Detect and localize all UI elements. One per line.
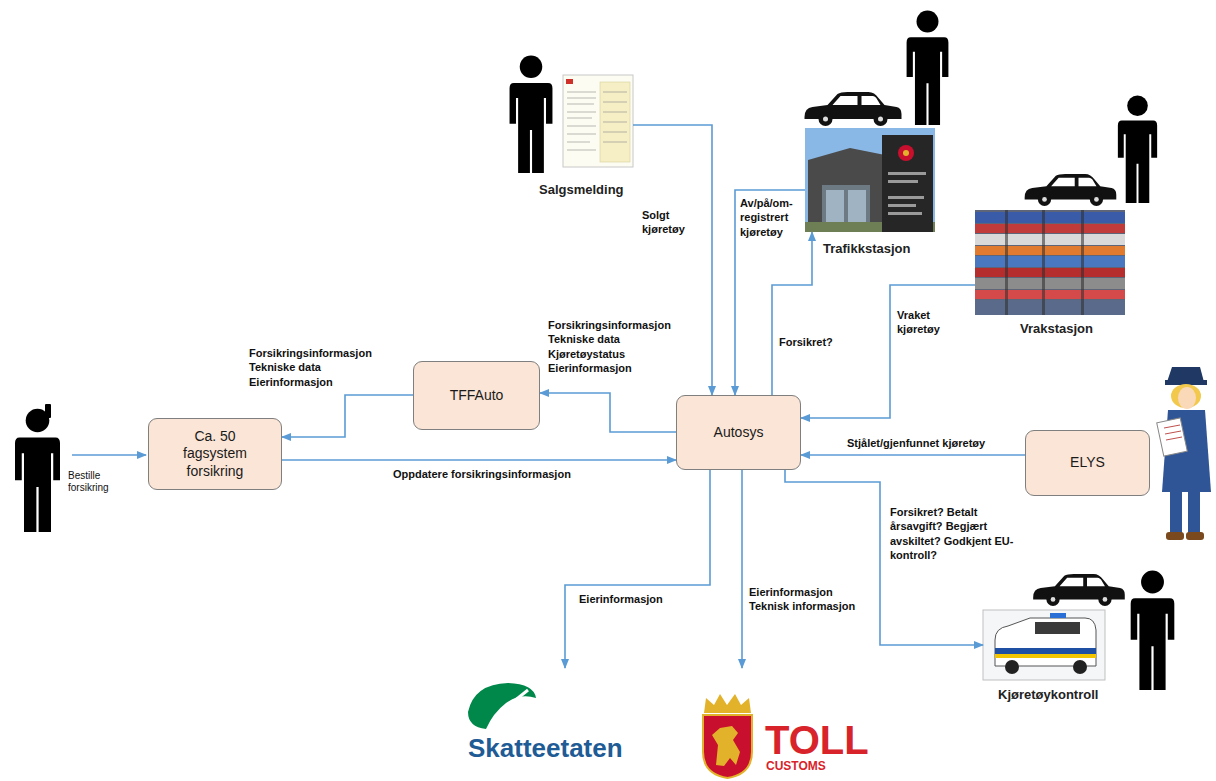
node-label: Vrakstasjon	[1020, 322, 1093, 336]
connector	[801, 454, 1025, 456]
node-label: Skatteetaten	[468, 734, 623, 763]
node-label: TFFAuto	[450, 387, 504, 405]
picture-node: Trafikkstasjon	[805, 128, 935, 232]
picture-node: Salgsmelding	[563, 75, 633, 167]
connector	[772, 232, 812, 395]
connector	[801, 285, 975, 418]
process-box: ELYS	[1025, 430, 1150, 496]
connector	[540, 393, 676, 432]
edge-label: Vraket kjøretøy	[896, 308, 954, 337]
edge-label: Forsikringsinformasjon Tekniske data Kjø…	[547, 318, 691, 375]
edge-label: Solgt kjøretøy	[641, 208, 705, 237]
connector	[282, 395, 413, 437]
picture-node: Kjøretøykontroll	[983, 610, 1105, 680]
edge-label: Stjålet/gjenfunnet kjøretøy	[846, 436, 986, 450]
node-label: Kjøretøykontroll	[998, 688, 1098, 702]
node-label: Ca. 50 fagsystem forsikring	[163, 428, 267, 481]
connector	[565, 470, 710, 668]
connector	[282, 459, 676, 461]
note-label: Bestille forsikring	[68, 470, 120, 494]
node-label: Trafikkstasjon	[823, 242, 910, 256]
connector	[741, 470, 743, 668]
process-box: TFFAuto	[413, 361, 540, 430]
edge-label: Av/på/om-registrert kjøretøy	[739, 196, 803, 239]
node-label: CUSTOMS	[766, 760, 826, 773]
picture-node: TOLLCUSTOMS	[698, 668, 868, 778]
connector	[735, 190, 805, 395]
process-box: Ca. 50 fagsystem forsikring	[148, 418, 282, 490]
edge-label: Forsikret?	[778, 335, 834, 349]
edge-label: Forsikringsinformasjon Tekniske data Eie…	[248, 346, 392, 389]
node-label: ELYS	[1070, 454, 1105, 472]
edge-label: Oppdatere forsikringsinformasjon	[392, 467, 572, 481]
node-label: TOLL	[765, 718, 869, 762]
edge-label: Eierinformasjon	[578, 592, 664, 606]
process-box: Autosys	[676, 395, 801, 470]
node-label: Autosys	[714, 424, 764, 442]
edge-label: Forsikret? Betalt årsavgift? Begjært avs…	[889, 505, 1031, 562]
picture-node: Skatteetaten	[465, 668, 645, 776]
picture-node: Vrakstasjon	[975, 210, 1125, 315]
edge-label: Eierinformasjon Teknisk informasjon	[748, 585, 875, 614]
node-label: Salgsmelding	[539, 183, 624, 197]
